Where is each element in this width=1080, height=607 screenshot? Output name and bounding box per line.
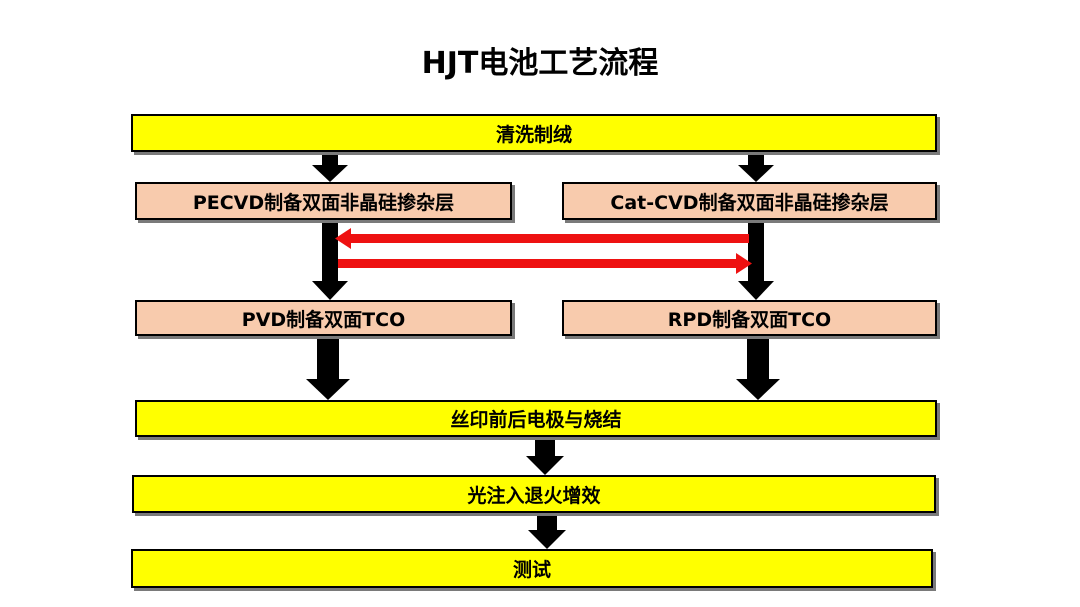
diagram-title: HJT电池工艺流程: [421, 46, 659, 81]
step-texturing: 清洗制绒: [131, 114, 937, 152]
flow-arrow-pvd-to-printing: [306, 336, 350, 400]
step-printing: 丝印前后电极与烧结: [135, 400, 937, 437]
step-annealing: 光注入退火增效: [132, 475, 936, 513]
step-catcvd: Cat-CVD制备双面非晶硅掺杂层: [562, 182, 937, 220]
step-pvd: PVD制备双面TCO: [135, 300, 512, 336]
cross-arrow-to-catcvd: [338, 253, 752, 274]
flow-arrow-printing-to-annealing: [526, 437, 564, 475]
step-pecvd: PECVD制备双面非晶硅掺杂层: [135, 182, 512, 220]
flow-arrow-texturing-to-pecvd: [312, 152, 348, 182]
step-rpd: RPD制备双面TCO: [562, 300, 937, 336]
flow-arrow-catcvd-to-rpd: [738, 220, 774, 300]
flow-arrow-texturing-to-catcvd: [738, 152, 774, 182]
flow-arrow-rpd-to-printing: [736, 336, 780, 400]
cross-arrow-to-pecvd: [335, 228, 749, 249]
flow-arrow-annealing-to-testing: [528, 513, 566, 549]
step-testing: 测试: [131, 549, 933, 588]
flow-arrow-pecvd-to-pvd: [312, 220, 348, 300]
